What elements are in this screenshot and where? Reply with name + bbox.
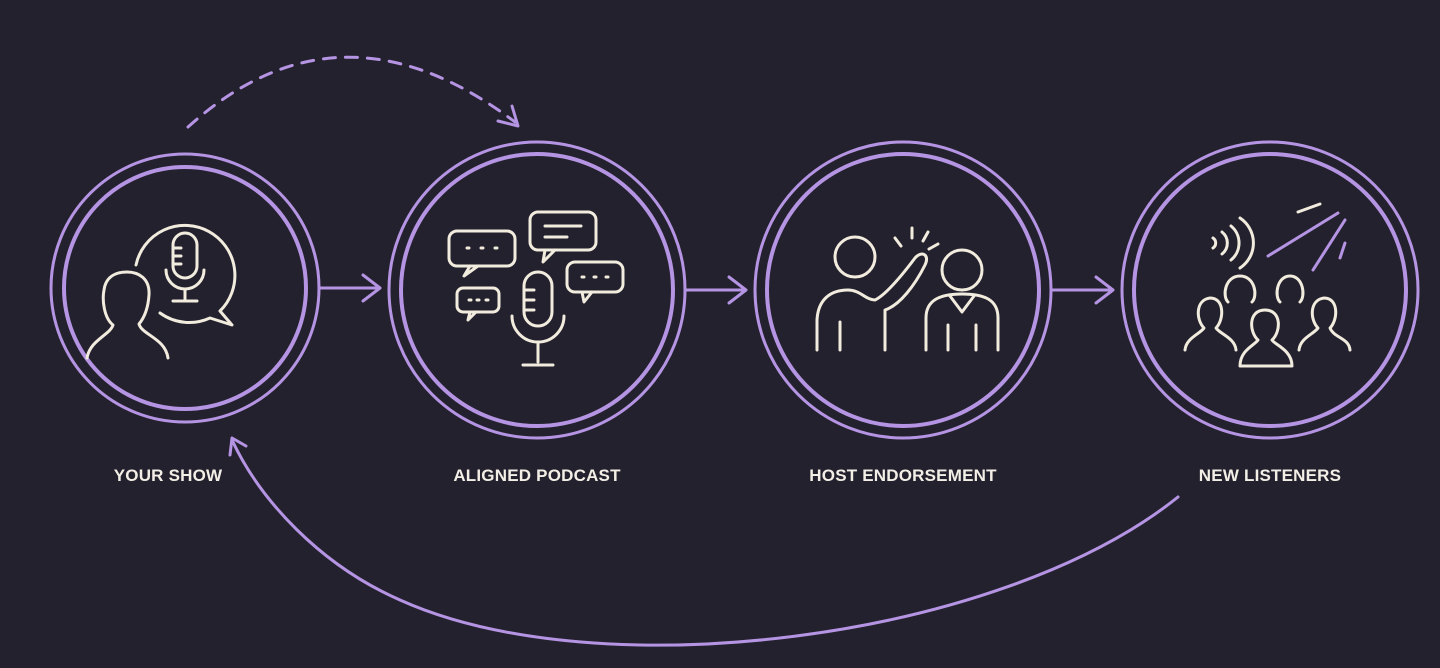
step-circle-host-endorsement — [753, 140, 1053, 440]
arrow-3 — [1051, 275, 1115, 305]
arrow-2 — [684, 275, 748, 305]
step-circle-your-show — [49, 152, 321, 424]
person-with-mic-speech-bubble-icon — [85, 223, 237, 360]
audience-with-broadcast-icon — [1183, 202, 1352, 368]
step-label: YOUR SHOW — [113, 466, 223, 485]
arrowhead — [496, 104, 520, 128]
step-circle-new-listeners — [1120, 140, 1420, 440]
arrowhead — [228, 436, 248, 457]
step-label: HOST ENDORSEMENT — [809, 466, 997, 485]
arrow-1 — [318, 273, 382, 303]
step-circle-aligned-podcast — [387, 140, 687, 440]
return-arrow-listeners-to-show — [230, 438, 1180, 647]
step-label: ALIGNED PODCAST — [453, 466, 621, 485]
step-label: NEW LISTENERS — [1198, 466, 1342, 485]
high-five-icon — [815, 226, 1000, 352]
microphone-with-chat-bubbles-icon — [447, 210, 625, 367]
dashed-arrow-show-to-podcast — [186, 55, 517, 129]
